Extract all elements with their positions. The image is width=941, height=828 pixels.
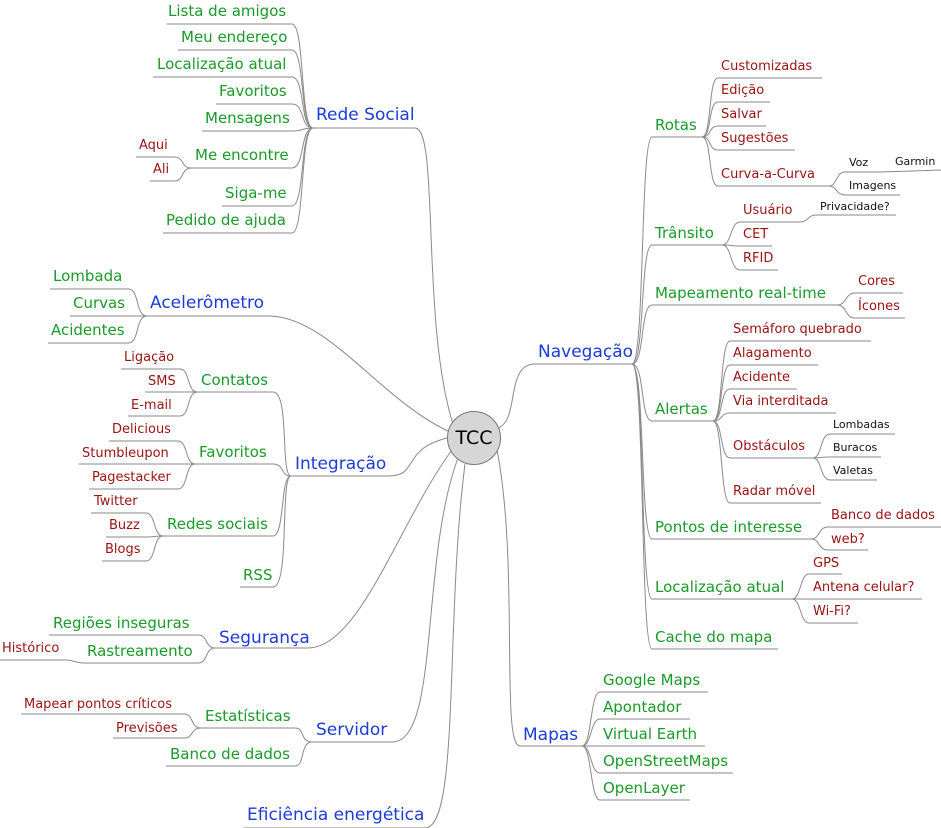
node-voz[interactable]: Voz [849, 156, 869, 169]
node-alagamento[interactable]: Alagamento [733, 346, 812, 361]
node-contatos[interactable]: Contatos [201, 371, 269, 389]
node-usuario[interactable]: Usuário [743, 203, 793, 218]
branch-integracao[interactable]: Integração [295, 454, 387, 474]
node-favoritos-integracao[interactable]: Favoritos [199, 443, 267, 461]
node-cache-do-mapa[interactable]: Cache do mapa [655, 628, 773, 646]
node-favoritos-social[interactable]: Favoritos [219, 82, 287, 100]
node-ali[interactable]: Ali [153, 162, 170, 177]
node-google-maps[interactable]: Google Maps [603, 671, 701, 689]
node-localizacao-atual-nav[interactable]: Localização atual [655, 578, 785, 596]
node-virtual-earth[interactable]: Virtual Earth [603, 725, 698, 743]
node-edicao[interactable]: Edição [721, 83, 765, 98]
node-banco-dados-servidor[interactable]: Banco de dados [170, 745, 290, 763]
node-rotas[interactable]: Rotas [655, 116, 697, 134]
branch-mapas[interactable]: Mapas [523, 725, 579, 745]
node-icones[interactable]: Ícones [858, 299, 900, 314]
node-twitter[interactable]: Twitter [94, 494, 138, 509]
node-siga-me[interactable]: Siga-me [225, 184, 287, 202]
node-customizadas[interactable]: Customizadas [721, 59, 813, 74]
node-wi-fi[interactable]: Wi-Fi? [813, 604, 851, 619]
node-banco-dados-pontos[interactable]: Banco de dados [831, 508, 935, 523]
node-transito[interactable]: Trânsito [655, 224, 714, 242]
node-sugestoes[interactable]: Sugestões [721, 131, 789, 146]
node-localizacao-atual-social[interactable]: Localização atual [157, 55, 287, 73]
node-cores[interactable]: Cores [858, 274, 895, 289]
node-salvar[interactable]: Salvar [721, 107, 762, 122]
node-via-interditada[interactable]: Via interditada [733, 394, 829, 409]
node-stumbleupon[interactable]: Stumbleupon [82, 446, 169, 461]
node-obstaculos[interactable]: Obstáculos [733, 439, 806, 454]
node-estatisticas[interactable]: Estatísticas [205, 707, 291, 725]
node-rfid[interactable]: RFID [743, 251, 774, 266]
node-delicious[interactable]: Delicious [112, 422, 171, 437]
node-garmin[interactable]: Garmin [895, 155, 936, 168]
branch-acelerometro[interactable]: Acelerômetro [150, 293, 265, 313]
center-node-tcc[interactable]: TCC [447, 411, 501, 465]
node-openlayer[interactable]: OpenLayer [603, 779, 685, 797]
branch-navegacao[interactable]: Navegação [538, 342, 634, 362]
node-lombada[interactable]: Lombada [53, 267, 123, 285]
node-meu-endereco[interactable]: Meu endereço [181, 28, 288, 46]
node-buzz[interactable]: Buzz [109, 518, 140, 533]
branch-servidor[interactable]: Servidor [316, 720, 388, 740]
node-me-encontre[interactable]: Me encontre [195, 146, 289, 164]
node-cet[interactable]: CET [743, 227, 769, 242]
node-regioes-inseguras[interactable]: Regiões inseguras [53, 614, 190, 632]
branch-rede-social[interactable]: Rede Social [316, 105, 415, 125]
node-lista-amigos[interactable]: Lista de amigos [168, 2, 287, 20]
node-web[interactable]: web? [831, 532, 865, 547]
node-previsoes[interactable]: Previsões [116, 721, 178, 736]
branch-eficiencia-energetica[interactable]: Eficiência energética [247, 805, 425, 825]
node-mapear-pontos-criticos[interactable]: Mapear pontos críticos [24, 697, 172, 712]
node-semaforo-quebrado[interactable]: Semáforo quebrado [733, 322, 862, 337]
node-historico[interactable]: Histórico [2, 641, 60, 656]
node-acidentes[interactable]: Acidentes [51, 321, 125, 339]
node-ligacao[interactable]: Ligação [124, 350, 175, 365]
node-curvas[interactable]: Curvas [73, 294, 126, 312]
node-openstreetmaps[interactable]: OpenStreetMaps [603, 752, 729, 770]
node-curva-a-curva[interactable]: Curva-a-Curva [721, 167, 815, 182]
node-apontador[interactable]: Apontador [603, 698, 682, 716]
node-mapeamento-real-time[interactable]: Mapeamento real-time [655, 284, 826, 302]
node-mensagens[interactable]: Mensagens [205, 109, 290, 127]
node-buracos[interactable]: Buracos [833, 441, 878, 454]
branch-seguranca[interactable]: Segurança [219, 628, 310, 648]
node-rss[interactable]: RSS [243, 566, 273, 584]
node-rastreamento[interactable]: Rastreamento [87, 642, 193, 660]
node-email[interactable]: E-mail [131, 398, 172, 413]
node-privacidade[interactable]: Privacidade? [820, 200, 890, 213]
node-pontos-de-interesse[interactable]: Pontos de interesse [655, 518, 803, 536]
node-imagens[interactable]: Imagens [849, 179, 897, 192]
node-redes-sociais[interactable]: Redes sociais [167, 515, 268, 533]
node-lombadas[interactable]: Lombadas [833, 418, 890, 431]
node-aqui[interactable]: Aqui [139, 138, 168, 153]
node-gps[interactable]: GPS [813, 556, 840, 571]
node-alertas[interactable]: Alertas [655, 400, 708, 418]
node-sms[interactable]: SMS [148, 374, 176, 389]
node-blogs[interactable]: Blogs [105, 542, 141, 557]
node-antena-celular[interactable]: Antena celular? [813, 580, 915, 595]
node-valetas[interactable]: Valetas [833, 464, 874, 477]
node-pagestacker[interactable]: Pagestacker [92, 470, 171, 485]
node-radar-movel[interactable]: Radar móvel [733, 484, 816, 499]
node-pedido-ajuda[interactable]: Pedido de ajuda [166, 211, 286, 229]
node-acidente[interactable]: Acidente [733, 370, 791, 385]
